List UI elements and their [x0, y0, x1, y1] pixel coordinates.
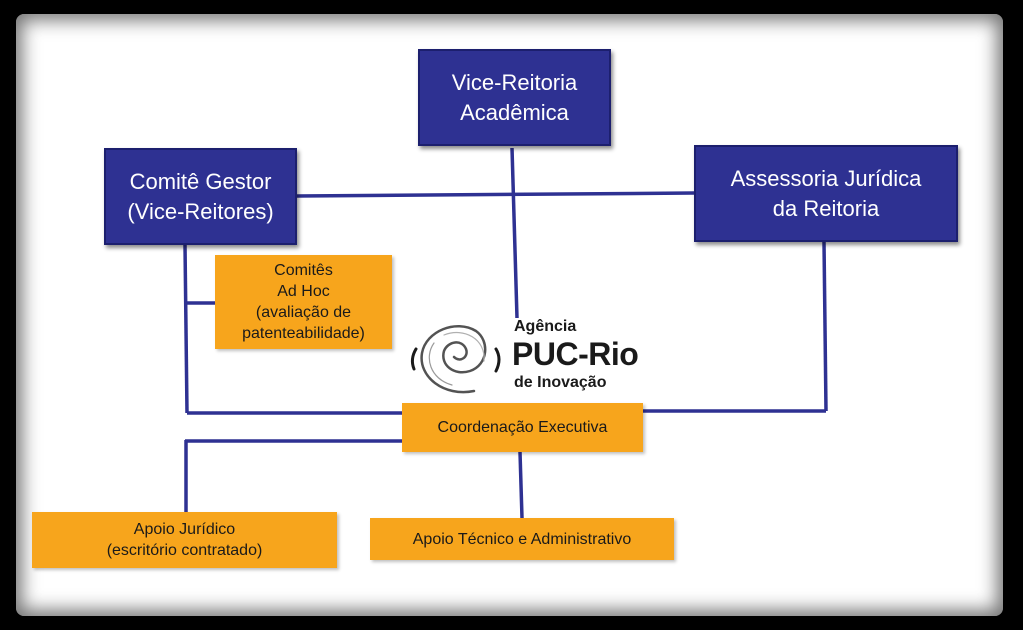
- node-apoio-tecnico: Apoio Técnico e Administrativo: [370, 518, 674, 560]
- connector-gestor-assessoria: [296, 191, 695, 198]
- node-apoio-juridico: Apoio Jurídico (escritório contratado): [32, 512, 337, 568]
- node-comite-gestor: Comitê Gestor (Vice-Reitores): [104, 148, 297, 245]
- node-assessoria-juridica: Assessoria Jurídica da Reitoria: [694, 145, 958, 242]
- node-coordenacao-executiva: Coordenação Executiva: [402, 403, 643, 452]
- connector-assessoria-down: [822, 241, 828, 412]
- logo-line-agencia: Agência: [514, 318, 577, 335]
- logo-line-inovacao: de Inovação: [514, 374, 607, 391]
- node-comites-ad-hoc: Comitês Ad Hoc (avaliação de patenteabil…: [215, 255, 392, 349]
- logo-line-puc-rio: PUC-Rio: [512, 336, 639, 372]
- connector-gestor-down: [183, 244, 189, 414]
- spiral-icon: [410, 325, 501, 394]
- connector-tecnico: [518, 451, 524, 519]
- node-vice-reitoria: Vice-Reitoria Acadêmica: [418, 49, 611, 146]
- agencia-puc-rio-logo: Agência PUC-Rio de Inovação: [404, 313, 639, 398]
- connector-vice-reitoria: [510, 147, 519, 319]
